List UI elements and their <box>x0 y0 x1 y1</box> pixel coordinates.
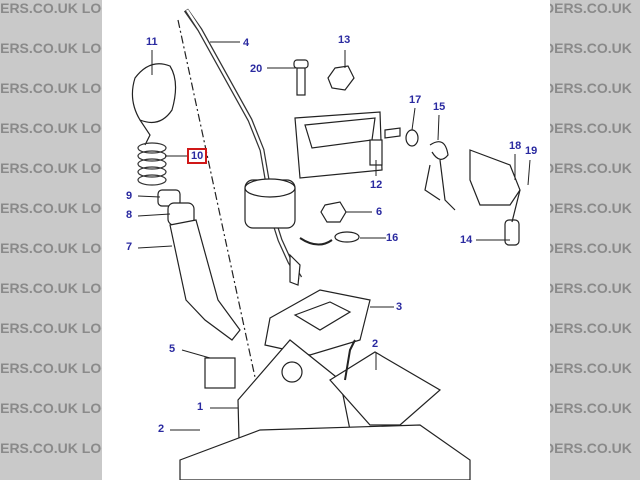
watermark-text: DERS.CO.UK LOCOSTE <box>0 440 110 456</box>
spring <box>137 142 167 186</box>
watermark-left: DERS.CO.UK LOCOSTE DERS.CO.UK LOCOSTE DE… <box>0 0 110 480</box>
watermark-text: DERS.CO.UK LOCOSTE <box>0 40 110 56</box>
watermark-text: DERS.CO.UK LOCOSTE <box>0 80 110 96</box>
selector-lever <box>469 149 521 206</box>
watermark-text: DERS.CO.UK LOCOSTE <box>0 320 110 336</box>
watermark-text: DERS.CO.UK LOCOSTE <box>0 280 110 296</box>
callout-5: 5 <box>169 343 176 355</box>
watermark-text: DERS.CO.UK <box>550 40 632 56</box>
watermark-text: DERS.CO.UK LOCOSTE <box>0 240 110 256</box>
center-line <box>177 19 276 471</box>
lever-tube <box>169 219 241 341</box>
callout-15: 15 <box>433 101 446 113</box>
leader-lines <box>137 41 531 431</box>
callout-6: 6 <box>376 206 383 218</box>
callout-19: 19 <box>525 145 538 157</box>
watermark-text: DERS.CO.UK <box>550 160 632 176</box>
watermark-text: DERS.CO.UK LOCOSTE <box>0 360 110 376</box>
callout-13: 13 <box>338 34 351 46</box>
watermark-right: DERS.CO.UK DERS.CO.UK DERS.CO.UK DERS.CO… <box>550 0 640 480</box>
pin <box>384 127 401 139</box>
watermark-text: DERS.CO.UK LOCOSTE <box>0 400 110 416</box>
watermark-text: DERS.CO.UK <box>550 0 632 16</box>
watermark-text: DERS.CO.UK <box>550 120 632 136</box>
bolt <box>296 64 306 96</box>
watermark-text: DERS.CO.UK <box>550 400 632 416</box>
washer-16 <box>334 231 360 243</box>
watermark-text: DERS.CO.UK <box>550 320 632 336</box>
gate-plate <box>264 289 371 356</box>
nut <box>320 201 347 223</box>
lower-frame <box>179 424 471 480</box>
gear-knob <box>131 63 177 123</box>
callout-10-highlighted: 10 <box>187 148 208 164</box>
clip <box>204 357 236 389</box>
watermark-text: DERS.CO.UK <box>550 440 632 456</box>
bracket <box>329 351 442 426</box>
callout-9: 9 <box>126 190 133 202</box>
watermark-text: DERS.CO.UK <box>550 360 632 376</box>
callout-18: 18 <box>509 140 522 152</box>
callout-20: 20 <box>250 63 263 75</box>
callout-2: 2 <box>372 338 379 350</box>
watermark-text: DERS.CO.UK LOCOSTE <box>0 200 110 216</box>
callout-14: 14 <box>460 234 473 246</box>
callout-17: 17 <box>409 94 422 106</box>
watermark-text: DERS.CO.UK LOCOSTE <box>0 0 110 16</box>
watermark-text: DERS.CO.UK LOCOSTE <box>0 120 110 136</box>
callout-11: 11 <box>146 36 158 48</box>
callout-1: 1 <box>197 401 204 413</box>
torsion-spring <box>424 141 456 211</box>
watermark-text: DERS.CO.UK <box>550 280 632 296</box>
watermark-text: DERS.CO.UK LOCOSTE <box>0 160 110 176</box>
callout-16: 16 <box>386 232 399 244</box>
gear-lever <box>183 8 303 280</box>
callout-8: 8 <box>126 209 133 221</box>
callout-3: 3 <box>396 301 403 313</box>
watermark-text: DERS.CO.UK <box>550 200 632 216</box>
washer <box>405 129 419 147</box>
callout-12: 12 <box>370 179 383 191</box>
callout-4: 4 <box>243 37 250 49</box>
callout-7: 7 <box>126 241 133 253</box>
callout-2-lower: 2 <box>158 423 165 435</box>
watermark-text: DERS.CO.UK <box>550 240 632 256</box>
watermark-text: DERS.CO.UK <box>550 80 632 96</box>
hex-nut <box>327 65 355 91</box>
